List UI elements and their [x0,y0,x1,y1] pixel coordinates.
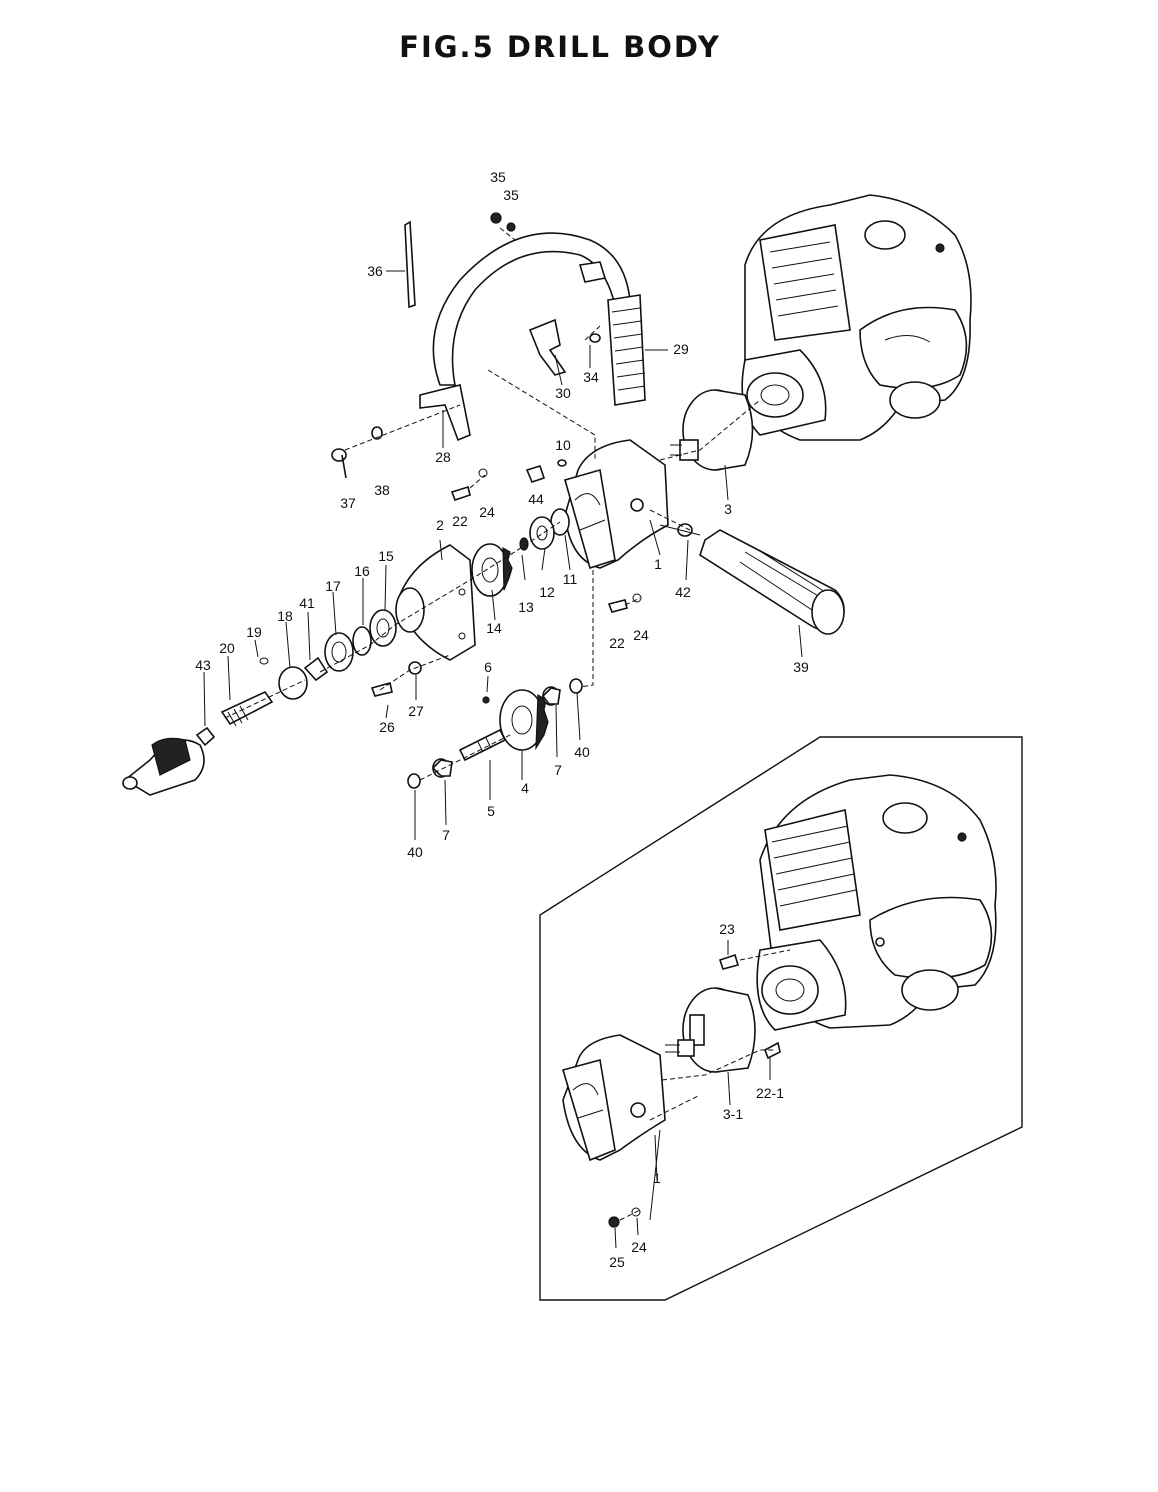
gear-case-1 [564,439,669,570]
assembly-lines-lower [619,949,791,1221]
callout-39: 39 [793,659,809,675]
engine-upper [741,194,972,441]
callout-24-b: 24 [633,627,649,643]
callout-16: 16 [354,563,370,579]
bearings-15-16-17 [324,609,397,672]
callout-22-a: 22 [452,513,468,529]
clutch-drum-3 [670,389,754,471]
callout-40-a: 40 [574,744,590,760]
engine-lower [756,774,997,1031]
callout-6: 6 [484,659,492,675]
callout-35-b: 35 [503,187,519,203]
clutch-drum-3-1 [665,987,756,1073]
gear-14 [471,543,513,597]
callout-23: 23 [719,921,735,937]
callout-2: 2 [436,517,444,533]
callout-20: 20 [219,640,235,656]
figure-title: FIG.5 DRILL BODY [399,30,721,64]
callout-30: 30 [555,385,571,401]
callout-14: 14 [486,620,502,636]
bolt-37-washer-38 [331,426,383,479]
small-parts-lower [608,953,781,1228]
callout-13: 13 [518,599,534,615]
callout-28: 28 [435,449,451,465]
side-handle-39 [699,529,845,635]
callout-5: 5 [487,803,495,819]
callout-34: 34 [583,369,599,385]
callout-12: 12 [539,584,555,600]
callout-11: 11 [563,571,578,587]
small-parts-case [450,459,693,613]
callout-26: 26 [379,719,395,735]
callout-27: 27 [408,703,424,719]
callout-24-c: 24 [631,1239,647,1255]
drill-chuck [122,737,205,796]
callout-29: 29 [673,341,689,357]
callout-36: 36 [367,263,383,279]
leader-lines-lower [614,940,771,1249]
callout-1-upper: 1 [654,556,662,572]
callout-17: 17 [325,578,341,594]
assembly-lines-upper [224,227,761,781]
throttle-lever-30 [528,318,567,376]
callout-10: 10 [555,437,571,453]
callout-18: 18 [277,608,293,624]
gear-cover-2 [395,544,476,661]
callout-7-a: 7 [554,762,562,778]
nut-43 [195,726,216,747]
callout-4: 4 [521,780,529,796]
callout-3: 3 [724,501,732,517]
callout-labels: 35 35 36 29 34 30 28 37 38 10 22 24 44 3… [195,169,809,1270]
bearings-7-washers-40 [407,678,583,789]
callout-3-1: 3-1 [723,1106,743,1122]
callout-42: 42 [675,584,691,600]
callout-22-1: 22-1 [756,1085,784,1101]
callout-7-b: 7 [442,827,450,843]
callout-37: 37 [340,495,356,511]
rings-41-18-19 [259,656,329,700]
callout-44: 44 [528,491,544,507]
callout-24-a: 24 [479,504,495,520]
callout-43: 43 [195,657,211,673]
callout-22-b: 22 [609,635,625,651]
callout-15: 15 [378,548,394,564]
grip-29 [607,294,646,406]
callout-41: 41 [299,595,315,611]
gear-case-1-lower [561,1034,666,1162]
gear-4-shaft-5 [458,689,549,762]
callout-19: 19 [246,624,262,640]
strap-36 [404,220,416,309]
inset-box [539,736,1023,1301]
callout-25: 25 [609,1254,625,1270]
callout-38: 38 [374,482,390,498]
callout-40-b: 40 [407,844,423,860]
callout-35-a: 35 [490,169,506,185]
leader-lines-upper [203,270,803,840]
small-fasteners-top [490,212,607,343]
callout-1-lower: 1 [653,1170,661,1186]
